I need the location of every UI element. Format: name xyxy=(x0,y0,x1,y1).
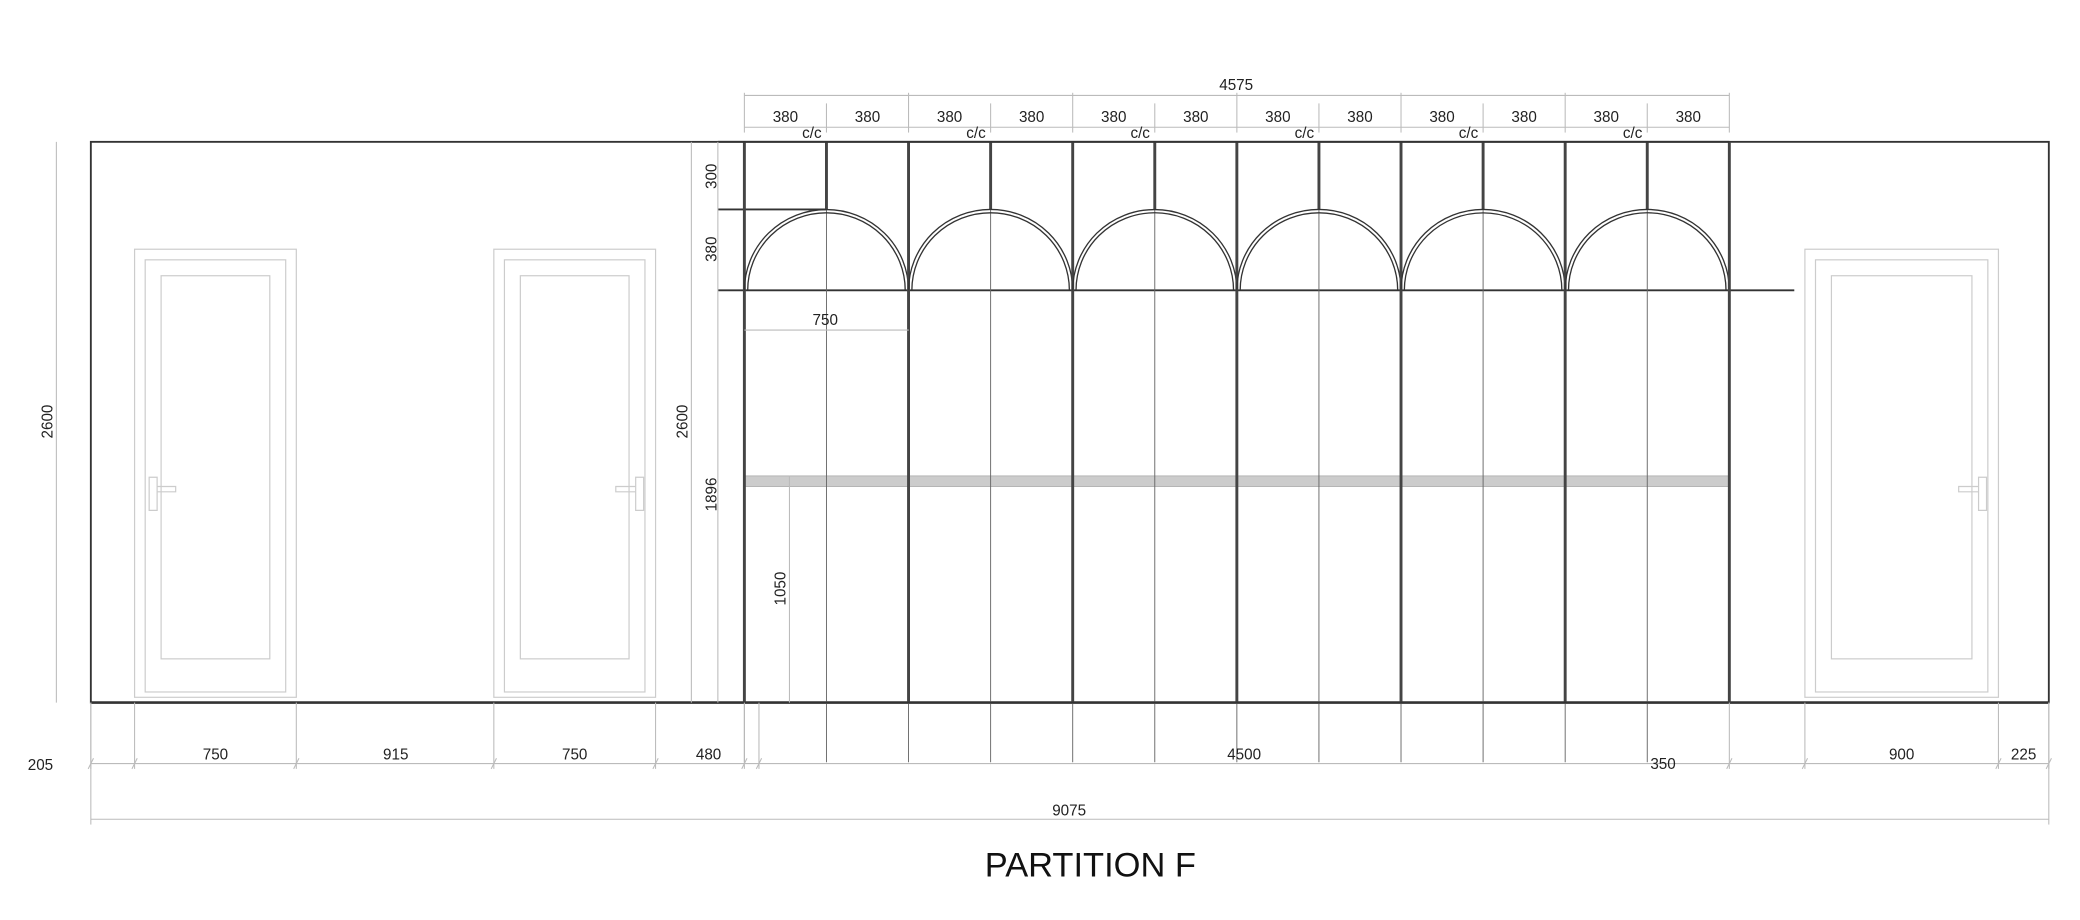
dim-cc-label: c/c xyxy=(1623,125,1643,142)
dim-rail-height: 1050 xyxy=(772,572,789,606)
wall-outline xyxy=(89,140,2050,704)
dim-module-width: 380 xyxy=(1265,109,1290,126)
dim-bay-width: 750 xyxy=(813,312,838,329)
dim-module-width: 380 xyxy=(1019,109,1044,126)
dim-module-width: 380 xyxy=(1429,109,1454,126)
dimension-lines xyxy=(55,94,2052,825)
arch xyxy=(1236,209,1402,291)
arch xyxy=(1075,212,1235,291)
arch xyxy=(1403,212,1563,291)
dim-arch-height: 380 xyxy=(704,237,721,262)
dim-cc-label: c/c xyxy=(1295,125,1315,142)
arch xyxy=(1567,212,1727,291)
dim-top-gap: 300 xyxy=(704,164,721,189)
dim-door3: 900 xyxy=(1889,747,1914,764)
dim-module-width: 380 xyxy=(1676,109,1701,126)
dim-door1: 750 xyxy=(203,747,228,764)
door-1 xyxy=(133,248,297,698)
dim-door2: 750 xyxy=(562,747,587,764)
dim-right-offset: 225 xyxy=(2011,747,2036,764)
door-handle-icon xyxy=(148,476,177,511)
dim-module-width: 380 xyxy=(1101,109,1126,126)
arch xyxy=(1239,212,1399,291)
dim-module-width: 380 xyxy=(1183,109,1208,126)
dim-gap2: 480 xyxy=(696,747,721,764)
dim-left-offset: 205 xyxy=(28,757,53,774)
arch xyxy=(747,212,906,291)
dim-partition-bottom: 4500 xyxy=(1227,747,1261,764)
arch xyxy=(743,209,910,291)
dim-gap3: 350 xyxy=(1650,756,1675,773)
dim-module-width: 380 xyxy=(1594,109,1619,126)
dim-cc-label: c/c xyxy=(1130,125,1150,142)
door-2 xyxy=(493,248,657,698)
dim-overall-width: 9075 xyxy=(1052,802,1086,819)
arched-partition xyxy=(717,92,1795,763)
dim-shelf-height: 1896 xyxy=(704,478,721,512)
dim-gap1: 915 xyxy=(383,747,408,764)
door-handle-icon xyxy=(1958,476,1988,511)
drawing-title: PARTITION F xyxy=(985,846,1196,884)
dim-cc-label: c/c xyxy=(1459,125,1479,142)
dim-module-width: 380 xyxy=(937,109,962,126)
arch xyxy=(1072,209,1238,291)
dim-module-width: 380 xyxy=(855,109,880,126)
arch xyxy=(907,208,1074,291)
dimension-labels: 2600 2600 300 380 1896 1050 750 4575 380… xyxy=(28,77,2037,819)
arch xyxy=(1400,208,1566,291)
arch xyxy=(1564,209,1730,291)
arch xyxy=(911,212,1071,291)
door-3 xyxy=(1804,248,2000,698)
dim-partition-width: 4575 xyxy=(1219,77,1253,94)
door-handle-icon xyxy=(615,476,645,511)
dim-wall-height: 2600 xyxy=(39,405,56,439)
dim-module-width: 380 xyxy=(1511,109,1536,126)
dim-module-width: 380 xyxy=(773,109,798,126)
dim-cc-label: c/c xyxy=(802,125,822,142)
dim-module-width: 380 xyxy=(1347,109,1372,126)
dim-partition-height: 2600 xyxy=(674,405,691,439)
dim-cc-label: c/c xyxy=(966,125,986,142)
